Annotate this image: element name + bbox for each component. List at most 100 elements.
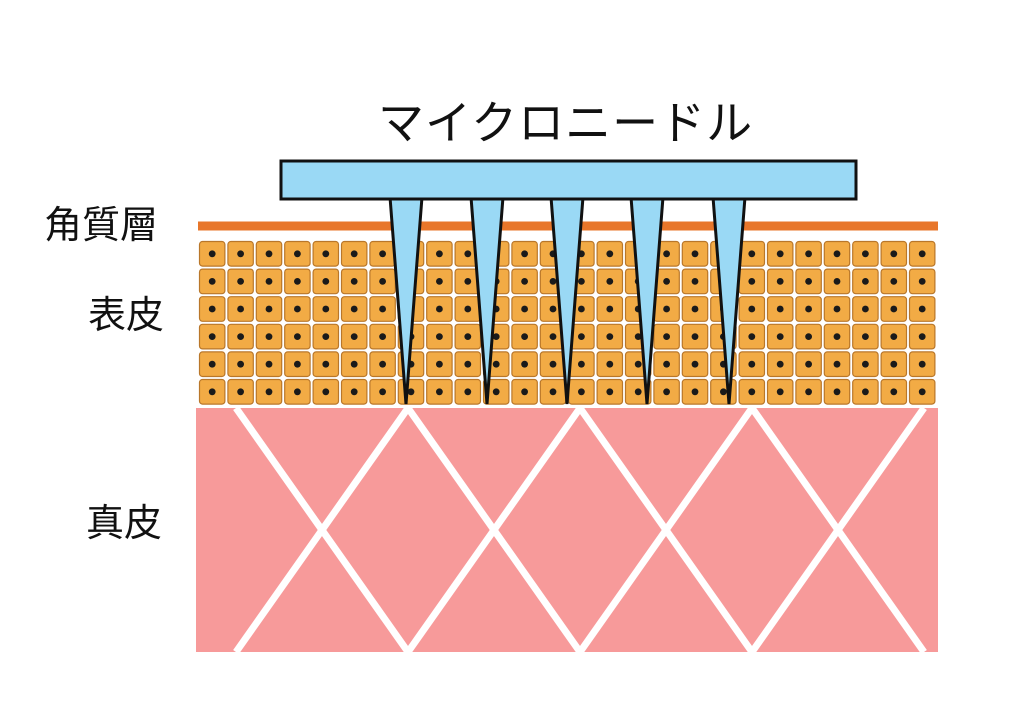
cell-nucleus [748, 250, 756, 258]
cell-nucleus [436, 333, 443, 340]
cell-nucleus [918, 250, 926, 258]
cell-nucleus [833, 333, 841, 340]
cell-nucleus [492, 360, 500, 368]
cell-nucleus [464, 250, 472, 258]
cell-nucleus [634, 333, 642, 340]
cell-nucleus [720, 388, 727, 396]
cell-nucleus [350, 388, 358, 396]
cell-nucleus [294, 333, 301, 340]
cell-nucleus [776, 278, 784, 285]
cell-nucleus [862, 388, 869, 396]
cell-nucleus [776, 360, 784, 368]
cell-nucleus [350, 360, 358, 368]
cell-nucleus [265, 360, 273, 368]
cell-nucleus [918, 278, 926, 285]
cell-nucleus [578, 360, 585, 368]
cell-nucleus [265, 333, 273, 340]
cell-nucleus [663, 250, 670, 258]
cell-nucleus [862, 360, 869, 368]
cell-nucleus [918, 388, 926, 396]
cell-nucleus [776, 250, 784, 258]
cell-nucleus [208, 388, 216, 396]
cell-nucleus [350, 250, 358, 258]
cell-nucleus [521, 305, 528, 313]
cell-nucleus [805, 333, 812, 340]
cell-nucleus [833, 250, 841, 258]
cell-nucleus [350, 278, 358, 285]
cell-nucleus [379, 333, 386, 340]
cell-nucleus [521, 333, 528, 340]
cell-nucleus [833, 388, 841, 396]
cell-nucleus [663, 278, 670, 285]
cell-nucleus [862, 305, 869, 313]
cell-nucleus [606, 305, 614, 313]
cell-nucleus [237, 388, 245, 396]
cell-nucleus [464, 305, 472, 313]
cell-nucleus [436, 388, 443, 396]
cell-nucleus [862, 278, 869, 285]
cell-nucleus [237, 333, 245, 340]
cell-nucleus [549, 305, 557, 313]
cell-nucleus [407, 388, 415, 396]
cell-nucleus [606, 333, 614, 340]
cell-nucleus [379, 278, 386, 285]
cell-nucleus [464, 360, 472, 368]
cell-nucleus [748, 333, 756, 340]
dermis-line [749, 405, 927, 655]
cell-nucleus [492, 388, 500, 396]
cell-nucleus [691, 278, 699, 285]
cell-nucleus [265, 388, 273, 396]
cell-nucleus [379, 305, 386, 313]
cell-nucleus [663, 333, 670, 340]
cell-nucleus [776, 305, 784, 313]
cell-nucleus [379, 360, 386, 368]
cell-nucleus [208, 360, 216, 368]
cell-nucleus [521, 360, 528, 368]
cell-nucleus [578, 388, 585, 396]
cell-nucleus [436, 278, 443, 285]
cell-nucleus [379, 250, 386, 258]
cell-nucleus [748, 360, 756, 368]
cell-nucleus [549, 360, 557, 368]
cell-nucleus [805, 250, 812, 258]
cell-nucleus [918, 360, 926, 368]
cell-nucleus [833, 305, 841, 313]
cell-nucleus [322, 250, 330, 258]
cell-nucleus [294, 305, 301, 313]
cell-nucleus [890, 360, 898, 368]
cell-nucleus [322, 333, 330, 340]
dermis-line [233, 405, 411, 655]
cell-nucleus [748, 388, 756, 396]
cell-nucleus [294, 360, 301, 368]
cell-nucleus [549, 278, 557, 285]
cell-nucleus [833, 360, 841, 368]
cell-nucleus [322, 388, 330, 396]
cell-nucleus [549, 388, 557, 396]
needle-base-plate [279, 159, 858, 201]
cell-nucleus [294, 278, 301, 285]
cell-nucleus [294, 388, 301, 396]
cell-nucleus [691, 250, 699, 258]
cell-nucleus [776, 333, 784, 340]
cell-nucleus [890, 388, 898, 396]
cell-nucleus [578, 305, 585, 313]
epidermis-label: 表皮 [88, 293, 165, 337]
cell-nucleus [890, 305, 898, 313]
cell-nucleus [464, 278, 472, 285]
cell-nucleus [237, 278, 245, 285]
cell-nucleus [748, 305, 756, 313]
cell-nucleus [492, 333, 500, 340]
cell-nucleus [606, 278, 614, 285]
dermis-label: 真皮 [86, 501, 163, 545]
cell-nucleus [549, 333, 557, 340]
cell-nucleus [464, 333, 472, 340]
cell-nucleus [890, 250, 898, 258]
cell-nucleus [265, 250, 273, 258]
cell-nucleus [294, 250, 301, 258]
cell-nucleus [322, 278, 330, 285]
cell-nucleus [322, 305, 330, 313]
cell-nucleus [350, 333, 358, 340]
dermis-line [577, 405, 755, 655]
cell-nucleus [208, 333, 216, 340]
